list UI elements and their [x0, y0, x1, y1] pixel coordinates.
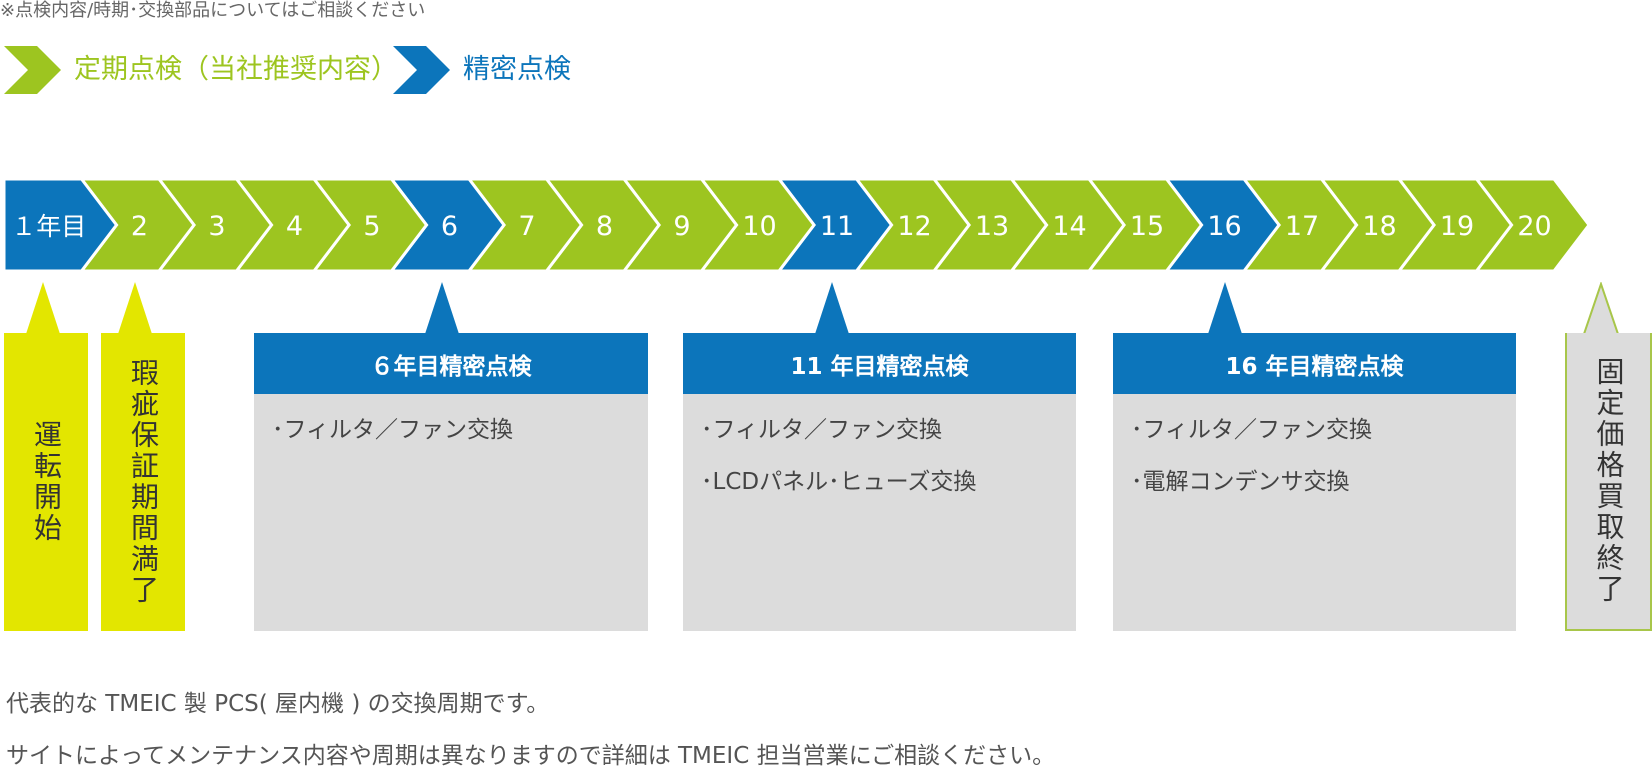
legend-precision-label: 精密点検	[463, 54, 571, 85]
timeline-year-label: 9	[673, 211, 690, 242]
milestone-start-label: 運転開始	[30, 420, 63, 544]
timeline-year-label: 4	[286, 211, 303, 242]
legend-periodic-label: 定期点検（当社推奨内容）	[74, 54, 398, 85]
legend-periodic: 定期点検（当社推奨内容）	[4, 44, 398, 96]
inspection-item: ･LCDパネル･ヒューズ交換	[701, 469, 977, 495]
inspection-item: ･電解コンデンサ交換	[1131, 469, 1350, 495]
timeline-year-label: 6	[441, 211, 458, 242]
inspection-year11: 11 年目精密点検 ･フィルタ／ファン交換 ･LCDパネル･ヒューズ交換	[683, 333, 1076, 631]
inspection-6-pointer	[425, 282, 459, 334]
inspection-year16-title: 16 年目精密点検	[1113, 333, 1516, 394]
year-timeline: １年目 2 3 4 5 6 7 8 9 10 11 12 13 14 15 16 17 18 19 20	[2, 177, 1591, 273]
timeline-segment	[2, 177, 119, 273]
inspection-year6-items: ･フィルタ／ファン交換	[254, 394, 648, 444]
timeline-year-label: 16	[1207, 211, 1241, 242]
timeline-year-label: 8	[596, 211, 613, 242]
timeline-year-label: 19	[1440, 211, 1474, 242]
periodic-chevron-icon	[4, 46, 61, 94]
inspection-year11-title: 11 年目精密点検	[683, 333, 1076, 394]
milestone-warranty: 瑕疵保証期間満了	[101, 333, 185, 631]
inspection-year11-items: ･フィルタ／ファン交換 ･LCDパネル･ヒューズ交換	[683, 394, 1076, 496]
timeline-year-label: 18	[1362, 211, 1396, 242]
milestone-end-label: 固定価格買取終了	[1592, 357, 1626, 605]
inspection-item: ･フィルタ／ファン交換	[272, 417, 514, 443]
timeline-year-label: 13	[975, 211, 1009, 242]
footer-line2: サイトによってメンテナンス内容や周期は異なりますので詳細は TMEIC 担当営業…	[6, 743, 1056, 769]
inspection-item: ･フィルタ／ファン交換	[1131, 417, 1373, 443]
inspection-year6-title: ６年目精密点検	[254, 333, 648, 394]
inspection-16-pointer	[1208, 282, 1242, 334]
timeline-year-label: 11	[820, 211, 854, 242]
inspection-year16-items: ･フィルタ／ファン交換 ･電解コンデンサ交換	[1113, 394, 1516, 496]
inspection-year16: 16 年目精密点検 ･フィルタ／ファン交換 ･電解コンデンサ交換	[1113, 333, 1516, 631]
footer-line1: 代表的な TMEIC 製 PCS( 屋内機 ) の交換周期です。	[6, 691, 550, 717]
precision-chevron-icon	[393, 46, 450, 94]
inspection-year6: ６年目精密点検 ･フィルタ／ファン交換	[254, 333, 648, 631]
timeline-year-label: １年目	[11, 212, 86, 241]
timeline-year-label: 10	[742, 211, 776, 242]
timeline-year-label: 3	[208, 211, 225, 242]
inspection-item: ･フィルタ／ファン交換	[701, 417, 943, 443]
legend-precision: 精密点検	[393, 44, 571, 96]
timeline-year-label: 5	[363, 211, 380, 242]
timeline-year-label: 15	[1130, 211, 1164, 242]
timeline-year-label: 17	[1285, 211, 1319, 242]
milestone-warranty-label: 瑕疵保証期間満了	[127, 358, 160, 606]
warranty-pointer	[118, 282, 152, 334]
timeline-year-label: 2	[131, 211, 148, 242]
milestone-start: 運転開始	[4, 333, 88, 631]
timeline-year-label: 12	[897, 211, 931, 242]
timeline-year-label: 14	[1052, 211, 1086, 242]
consultation-note: ※点検内容/時期･交換部品についてはご相談ください	[0, 0, 426, 21]
start-pointer	[26, 282, 60, 334]
timeline-year-label: 7	[518, 211, 535, 242]
timeline-year-label: 20	[1517, 211, 1551, 242]
milestone-end: 固定価格買取終了	[1565, 333, 1652, 631]
inspection-11-pointer	[815, 282, 849, 334]
